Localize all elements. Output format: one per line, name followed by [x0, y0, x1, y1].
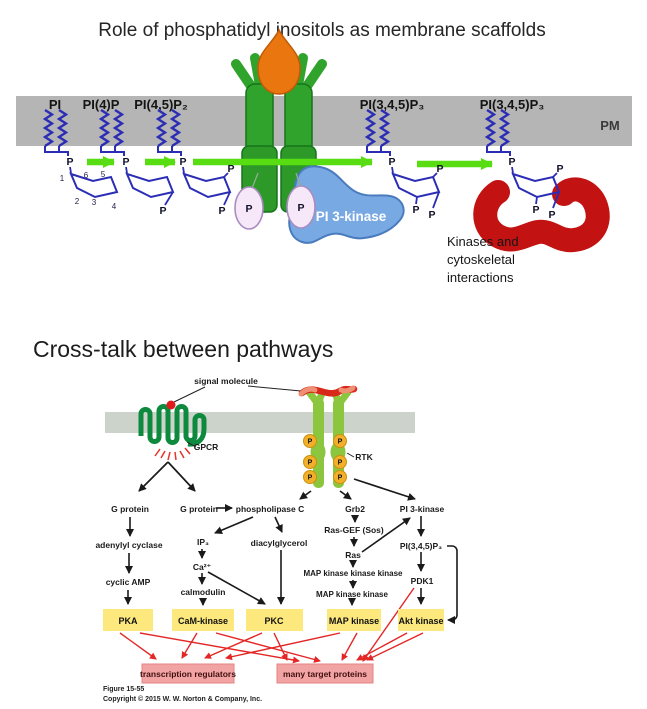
bottom-title: Cross-talk between pathways [33, 336, 333, 362]
lipid-label-pi345p3-b: PI(3,4,5)P₃ [480, 97, 545, 112]
ring-number-6: 6 [84, 171, 89, 180]
pip3-akt-bracket-arrow [447, 545, 458, 624]
node-pdk1: PDK1 [411, 576, 434, 586]
svg-text:P: P [556, 163, 563, 175]
ring-number-3: 3 [92, 198, 97, 207]
node-phospholipase-c: phospholipase C [236, 504, 304, 514]
svg-text:P: P [548, 209, 555, 221]
box-pka [103, 609, 153, 631]
svg-text:PKC: PKC [264, 616, 284, 626]
svg-text:P: P [412, 204, 419, 216]
node-ca: Ca²⁺ [193, 562, 211, 572]
svg-text:transcription regulators: transcription regulators [140, 669, 236, 679]
lipid-label-pi: PI [49, 97, 61, 112]
node-ras: Ras [345, 550, 361, 560]
pm-label: PM [600, 118, 620, 133]
phosphate-head-4: P [388, 156, 395, 168]
svg-text:P: P [159, 205, 166, 217]
svg-text:P: P [338, 460, 343, 467]
box-akt-kinase [398, 609, 444, 631]
target-boxes: transcription regulators many target pro… [140, 663, 374, 684]
gpcr-pointer-line [186, 441, 197, 448]
node-ras-gef: Ras-GEF (Sos) [324, 525, 384, 535]
box-transcription-regulators [141, 663, 235, 684]
svg-text:P: P [338, 439, 343, 446]
svg-text:MAP kinase: MAP kinase [329, 616, 379, 626]
node-ip3: IP₃ [197, 537, 209, 547]
signal-pointer-line-right [247, 385, 302, 392]
svg-text:P: P [338, 475, 343, 482]
phosphate-head-5: P [508, 156, 515, 168]
svg-text:P: P [218, 205, 225, 217]
signal-molecule-dot [166, 400, 176, 410]
receptor-fan-arrows [138, 461, 416, 501]
svg-text:CaM-kinase: CaM-kinase [178, 616, 228, 626]
box-pkc [246, 609, 303, 631]
lipid-label-pi4p: PI(4)P [83, 97, 120, 112]
rtk-pointer-line [346, 452, 355, 458]
svg-text:P: P [308, 439, 313, 446]
svg-text:P: P [308, 475, 313, 482]
node-pi3-kinase: PI 3-kinase [400, 504, 445, 514]
lipid-label-pi45p2: PI(4,5)P₂ [134, 97, 188, 112]
svg-text:P: P [245, 203, 252, 215]
ring-number-4: 4 [112, 202, 117, 211]
node-cyclic-amp: cyclic AMP [106, 577, 151, 587]
svg-text:P: P [308, 460, 313, 467]
signal-pointer-line-left [173, 386, 206, 403]
node-g-protein-right: G protein [180, 504, 218, 514]
kinase-annotation: Kinases and cytoskeletal interactions [447, 234, 519, 285]
kinase-boxes: PKA CaM-kinase PKC MAP kinase Akt kinase [103, 609, 444, 631]
lipid-tails [43, 108, 511, 156]
node-calmodulin: calmodulin [181, 587, 226, 597]
svg-text:many target proteins: many target proteins [283, 669, 367, 679]
node-pip3: PI(3,4,5)P₃ [400, 541, 442, 551]
phospho-tyrosine-ovals: P P [234, 172, 316, 230]
copyright-line: Copyright © 2015 W. W. Norton & Company,… [103, 695, 262, 703]
node-g-protein-left: G protein [111, 504, 149, 514]
rtk-receptor: P P P P P P [298, 385, 358, 488]
node-map3k: MAP kinase kinase kinase [303, 569, 403, 578]
rtk-label: RTK [355, 452, 373, 462]
red-effector-arrows [119, 587, 424, 664]
svg-text:Akt kinase: Akt kinase [398, 616, 443, 626]
svg-text:P: P [532, 204, 539, 216]
signal-molecule-label: signal molecule [194, 376, 258, 386]
node-grb2: Grb2 [345, 504, 365, 514]
svg-text:PKA: PKA [118, 616, 138, 626]
phosphate-head-1: P [66, 156, 73, 168]
ring-number-1: 1 [60, 174, 65, 183]
phosphate-head-3: P [179, 156, 186, 168]
phosphate-head-2: P [122, 156, 129, 168]
svg-text:interactions: interactions [447, 270, 514, 285]
node-adenylyl-cyclase: adenylyl cyclase [95, 540, 162, 550]
node-map2k: MAP kinase kinase [316, 590, 388, 599]
lipid-label-pi345p3-a: PI(3,4,5)P₃ [360, 97, 425, 112]
gpcr-receptor [138, 400, 207, 461]
kinase-blob [473, 177, 610, 253]
svg-text:P: P [436, 163, 443, 175]
pi3-kinase-blob [288, 165, 405, 244]
ligand-orange-icon [257, 28, 301, 95]
pi3-kinase-blob-label: PI 3-kinase [316, 209, 387, 224]
box-cam-kinase [172, 609, 234, 631]
pathway-flow-arrows [124, 504, 458, 624]
gpcr-activation-dashes [154, 447, 191, 461]
svg-text:Kinases and: Kinases and [447, 234, 519, 249]
svg-text:P: P [428, 209, 435, 221]
svg-text:P: P [297, 202, 304, 214]
node-diacylglycerol: diacylglycerol [251, 538, 308, 548]
top-title: Role of phosphatidyl inositols as membra… [98, 20, 545, 41]
figure-number: Figure 15-55 [103, 686, 144, 693]
box-many-target-proteins [276, 663, 374, 684]
svg-text:P: P [227, 163, 234, 175]
ring-number-5: 5 [101, 170, 106, 179]
gpcr-label: GPCR [194, 442, 219, 452]
ring-number-2: 2 [75, 197, 80, 206]
box-map-kinase [327, 609, 381, 631]
rtk-phospho-sites: P P P P P P [303, 434, 347, 484]
svg-text:cytoskeletal: cytoskeletal [447, 252, 515, 267]
inositol-rings: 1 6 5 2 3 4 P P P P P P P P P [60, 163, 564, 221]
